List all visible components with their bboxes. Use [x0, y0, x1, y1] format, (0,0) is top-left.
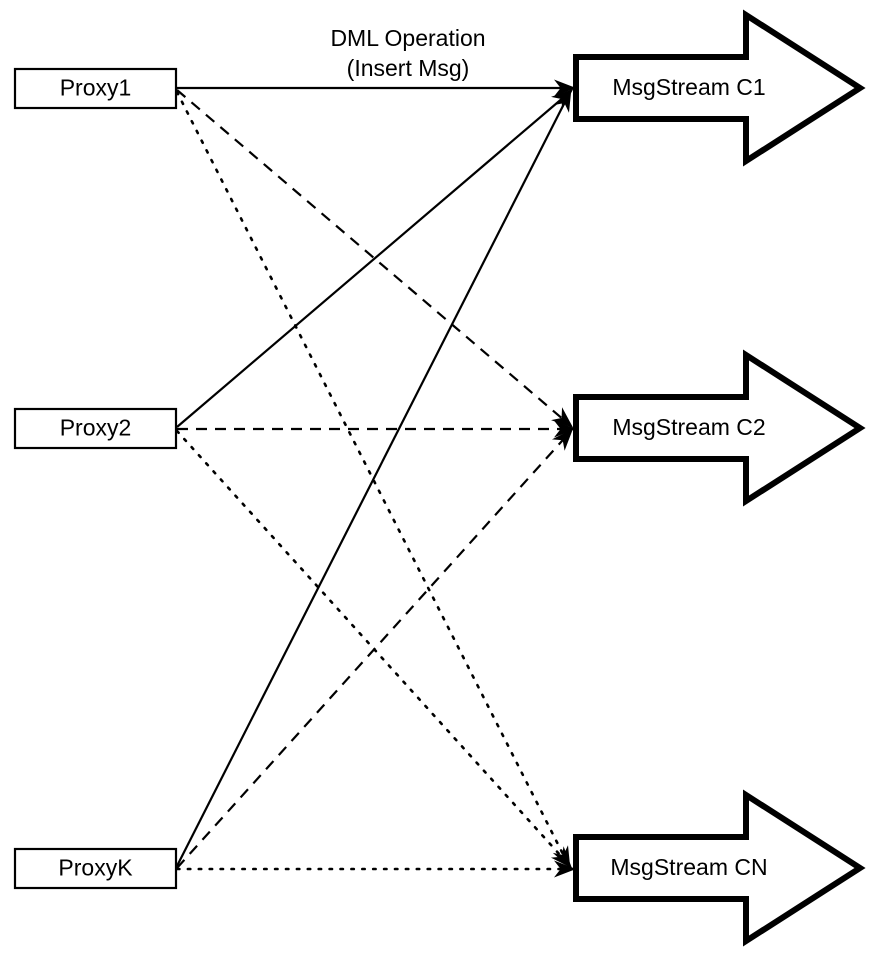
msgstream-c2[interactable]: MsgStream C2 — [573, 349, 866, 507]
edge-proxy1-c2 — [176, 89, 572, 427]
proxy-box-proxy2 — [13, 407, 178, 450]
edge-label-group: DML Operation (Insert Msg) — [330, 25, 485, 81]
arrowhead-proxy2-c2 — [554, 420, 576, 438]
msgstream-shape-c1 — [573, 9, 866, 167]
msgstream-c1[interactable]: MsgStream C1 — [573, 9, 866, 167]
proxy-box-proxy1 — [13, 67, 178, 110]
stream-layer: MsgStream C1 MsgStream C2 MsgStream CN — [573, 9, 866, 947]
edge-layer — [175, 86, 575, 871]
proxy-node-proxyK[interactable]: ProxyK — [13, 847, 178, 890]
edge-label-line1: DML Operation — [330, 25, 485, 51]
msgstream-label-c1: MsgStream C1 — [612, 74, 765, 100]
edge-proxy2-c1 — [176, 90, 572, 428]
proxy-label-proxyK: ProxyK — [58, 855, 133, 881]
arrowhead-proxyK-cn — [554, 860, 576, 878]
msgstream-cn[interactable]: MsgStream CN — [573, 789, 866, 947]
msgstream-shape-c2 — [573, 349, 866, 507]
arrowhead-proxyK-c1 — [553, 89, 572, 113]
proxy-box-proxyK — [13, 847, 178, 890]
arrowhead-layer — [550, 79, 576, 878]
proxy-node-proxy2[interactable]: Proxy2 — [13, 407, 178, 450]
msgstream-label-c2: MsgStream C2 — [612, 414, 765, 440]
msgstream-shape-cn — [573, 789, 866, 947]
edge-label-line2: (Insert Msg) — [347, 55, 470, 81]
proxy-node-proxy1[interactable]: Proxy1 — [13, 67, 178, 110]
edge-proxyK-c2 — [176, 430, 572, 869]
arrowhead-proxyK-c2 — [551, 428, 574, 451]
arrowhead-proxy1-c2 — [551, 407, 574, 428]
proxy-label-proxy1: Proxy1 — [60, 75, 132, 101]
msgstream-label-cn: MsgStream CN — [610, 854, 767, 880]
edge-proxy1-cn — [175, 90, 571, 868]
arrowhead-proxy1-c1 — [554, 79, 576, 97]
proxy-label-proxy2: Proxy2 — [60, 415, 132, 441]
arrowhead-proxy2-cn — [550, 846, 573, 869]
edge-proxyK-c1 — [176, 91, 571, 867]
